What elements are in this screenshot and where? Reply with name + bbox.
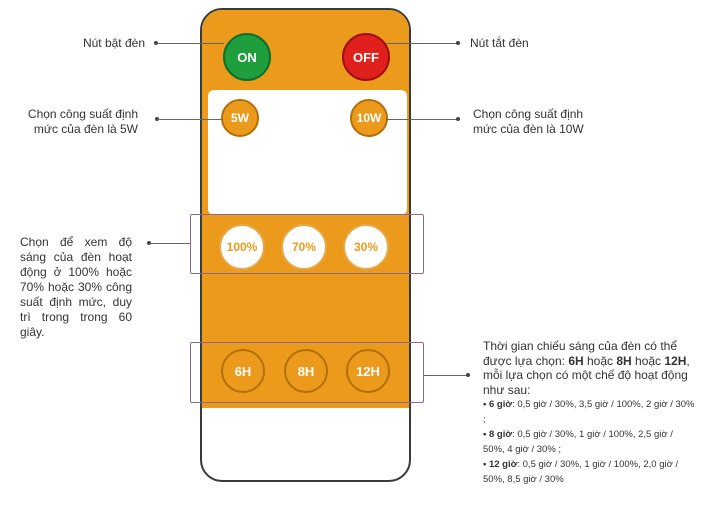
timer-6h-button[interactable]: 6H bbox=[221, 349, 265, 393]
off-connector-dot bbox=[456, 41, 460, 45]
brightness-30-button[interactable]: 30% bbox=[343, 224, 389, 270]
5w-button[interactable]: 5W bbox=[221, 99, 259, 137]
brightness-highlight-box bbox=[190, 214, 424, 274]
timer-8h-button[interactable]: 8H bbox=[284, 349, 328, 393]
off-button-note: Nút tắt đèn bbox=[470, 36, 529, 50]
remote-control: ON OFF 5W 10W 100% 70% 30% 6H 8H 12H bbox=[200, 8, 411, 482]
timer-note: Thời gian chiếu sáng của đèn có thể được… bbox=[483, 339, 697, 487]
brightness-connector-line bbox=[149, 243, 190, 244]
10w-button[interactable]: 10W bbox=[350, 99, 388, 137]
timer-connector-dot bbox=[466, 373, 470, 377]
brightness-note: Chọn để xem độ sáng của đèn hoạt động ở … bbox=[20, 235, 132, 339]
on-button[interactable]: ON bbox=[223, 33, 271, 81]
timer-highlight-box bbox=[190, 342, 424, 403]
5w-note: Chọn công suất định mức của đèn là 5W bbox=[27, 107, 138, 136]
10w-note: Chọn công suất định mức của đèn là 10W bbox=[473, 107, 584, 136]
timer-12h-button[interactable]: 12H bbox=[346, 349, 390, 393]
on-connector-line bbox=[156, 43, 224, 44]
10w-connector-dot bbox=[456, 117, 460, 121]
timer-8h-detail: • 8 giờ: 0,5 giờ / 30%, 1 giờ / 100%, 2,… bbox=[483, 429, 673, 455]
timer-connector-line bbox=[424, 375, 468, 376]
timer-12h-detail: • 12 giờ: 0,5 giờ / 30%, 1 giờ / 100%, 2… bbox=[483, 459, 679, 485]
5w-connector-line bbox=[157, 119, 223, 120]
10w-connector-line bbox=[386, 119, 458, 120]
timer-6h-detail: • 6 giờ: 0,5 giờ / 30%, 3,5 giờ / 100%, … bbox=[483, 399, 695, 425]
off-connector-line bbox=[386, 43, 458, 44]
brightness-100-button[interactable]: 100% bbox=[219, 224, 265, 270]
brightness-70-button[interactable]: 70% bbox=[281, 224, 327, 270]
on-button-note: Nút bật đèn bbox=[82, 36, 145, 50]
timer-note-intro: Thời gian chiếu sáng của đèn có thể được… bbox=[483, 339, 690, 397]
off-button[interactable]: OFF bbox=[342, 33, 390, 81]
